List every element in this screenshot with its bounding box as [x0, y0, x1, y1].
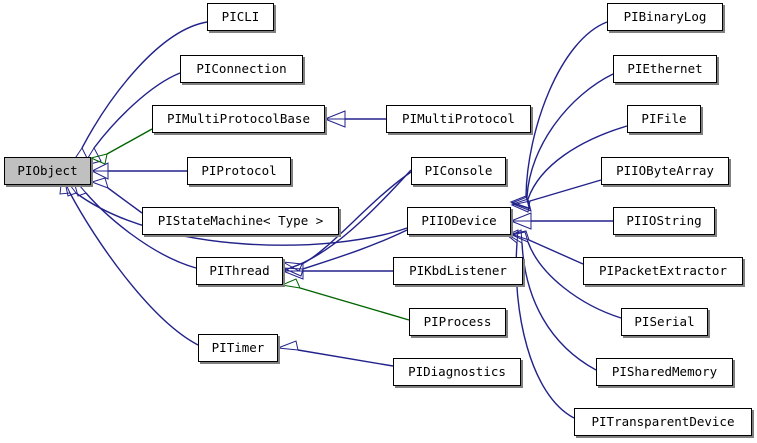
edge-pibinarylog-piiodevice — [525, 21, 608, 197]
arrowhead-piiostring-piiodevice — [510, 212, 532, 230]
edge-pidiagnostics-pitimer — [297, 349, 394, 367]
class-node-label: PIEthernet — [627, 60, 703, 76]
arrowhead-pifile-piiodevice — [511, 198, 532, 212]
edge-pitransparentdevice-piiodevice — [515, 242, 575, 419]
class-node-pitimer[interactable]: PITimer — [198, 334, 278, 362]
class-node-pistatemachine[interactable]: PIStateMachine< Type > — [142, 207, 339, 235]
class-node-pimultiprotocolbase[interactable]: PIMultiProtocolBase — [152, 105, 325, 133]
class-node-piprocess[interactable]: PIProcess — [409, 308, 506, 336]
class-node-label: PIMultiProtocol — [402, 110, 515, 126]
arrowhead-piconsole-pithread — [282, 261, 303, 272]
class-node-label: PITransparentDevice — [591, 413, 735, 429]
class-node-pibinarylog[interactable]: PIBinaryLog — [607, 3, 723, 31]
arrowhead-piethernet-piiodevice — [510, 196, 531, 210]
class-node-label: PIPacketExtractor — [599, 262, 727, 278]
class-node-label: PIKbdListener — [409, 262, 507, 278]
class-node-label: PICLI — [221, 8, 260, 24]
class-node-pithread[interactable]: PIThread — [196, 257, 283, 285]
class-node-label: PITimer — [211, 339, 265, 355]
arrowhead-piiodevice-pithread — [282, 267, 304, 277]
class-node-label: PIObject — [17, 162, 78, 178]
class-node-piobject[interactable]: PIObject — [4, 157, 91, 185]
class-node-piiobytearray[interactable]: PIIOByteArray — [601, 157, 729, 185]
class-node-label: PIStateMachine< Type > — [157, 212, 324, 228]
class-node-piprotocol[interactable]: PIProtocol — [187, 157, 291, 185]
class-node-label: PIConsole — [424, 162, 493, 178]
arrowhead-piprocess-pithread — [280, 278, 301, 289]
arrowhead-pipacketextractor-piiodevice — [509, 230, 530, 241]
class-node-piserial[interactable]: PISerial — [621, 308, 708, 336]
edge-piiodevice-pithread — [302, 229, 408, 270]
edge-pistatemachine-piobject — [107, 187, 143, 214]
class-node-piethernet[interactable]: PIEthernet — [613, 55, 717, 83]
class-node-pifile[interactable]: PIFile — [627, 105, 701, 133]
arrowhead-pibinarylog-piiodevice — [509, 195, 530, 209]
arrowhead-pimultiprotocol-base — [324, 110, 346, 128]
arrowhead-piserial-piiodevice — [510, 231, 529, 243]
class-node-pidiagnostics[interactable]: PIDiagnostics — [393, 358, 521, 386]
class-node-label: PIFile — [641, 110, 687, 126]
class-node-label: PIIOString — [626, 212, 702, 228]
class-node-pipacketextractor[interactable]: PIPacketExtractor — [583, 257, 743, 285]
class-node-label: PIDiagnostics — [408, 363, 506, 379]
class-node-label: PIProcess — [423, 313, 492, 329]
arrowhead-pistatemachine-piobject — [90, 177, 109, 189]
class-node-label: PIProtocol — [201, 162, 277, 178]
class-node-label: PIBinaryLog — [623, 8, 707, 24]
arrowhead-piiobytearray-piiodevice — [510, 200, 531, 213]
arrowhead-piprotocol-piobject — [91, 162, 109, 180]
edge-piiobytearray-piiodevice — [529, 179, 602, 202]
class-node-piiostring[interactable]: PIIOString — [613, 207, 715, 235]
class-node-pimultiprotocol[interactable]: PIMultiProtocol — [386, 105, 531, 133]
class-node-piiodevice[interactable]: PIIODevice — [407, 207, 511, 235]
class-node-label: PIMultiProtocolBase — [167, 110, 310, 126]
arrowhead-pimultiprotocolbase-piobject — [89, 153, 108, 165]
class-node-picli[interactable]: PICLI — [207, 3, 274, 31]
class-node-label: PIIODevice — [421, 212, 497, 228]
class-node-piconnection[interactable]: PIConnection — [180, 55, 303, 83]
arrowhead-pisharedmemory-piiodevice — [508, 229, 523, 244]
edge-piprocess-pithread — [299, 287, 410, 321]
class-node-label: PIThread — [209, 262, 270, 278]
class-node-pikbdlistener[interactable]: PIKbdListener — [393, 257, 523, 285]
edge-pimultiprotocolbase-piobject — [106, 128, 153, 155]
arrowhead-pidiagnostics-pitimer — [277, 340, 299, 351]
class-node-label: PISerial — [634, 313, 695, 329]
class-node-piconsole[interactable]: PIConsole — [411, 157, 506, 185]
edge-pipacketextractor-piiodevice — [528, 239, 584, 265]
class-node-label: PIIOByteArray — [616, 162, 714, 178]
class-node-pitransparentdevice[interactable]: PITransparentDevice — [574, 408, 752, 436]
class-node-label: PIConnection — [196, 60, 287, 76]
arrowhead-pikbdlistener-pithread — [282, 262, 304, 280]
class-node-pisharedmemory[interactable]: PISharedMemory — [596, 358, 733, 386]
class-node-label: PISharedMemory — [611, 363, 718, 379]
